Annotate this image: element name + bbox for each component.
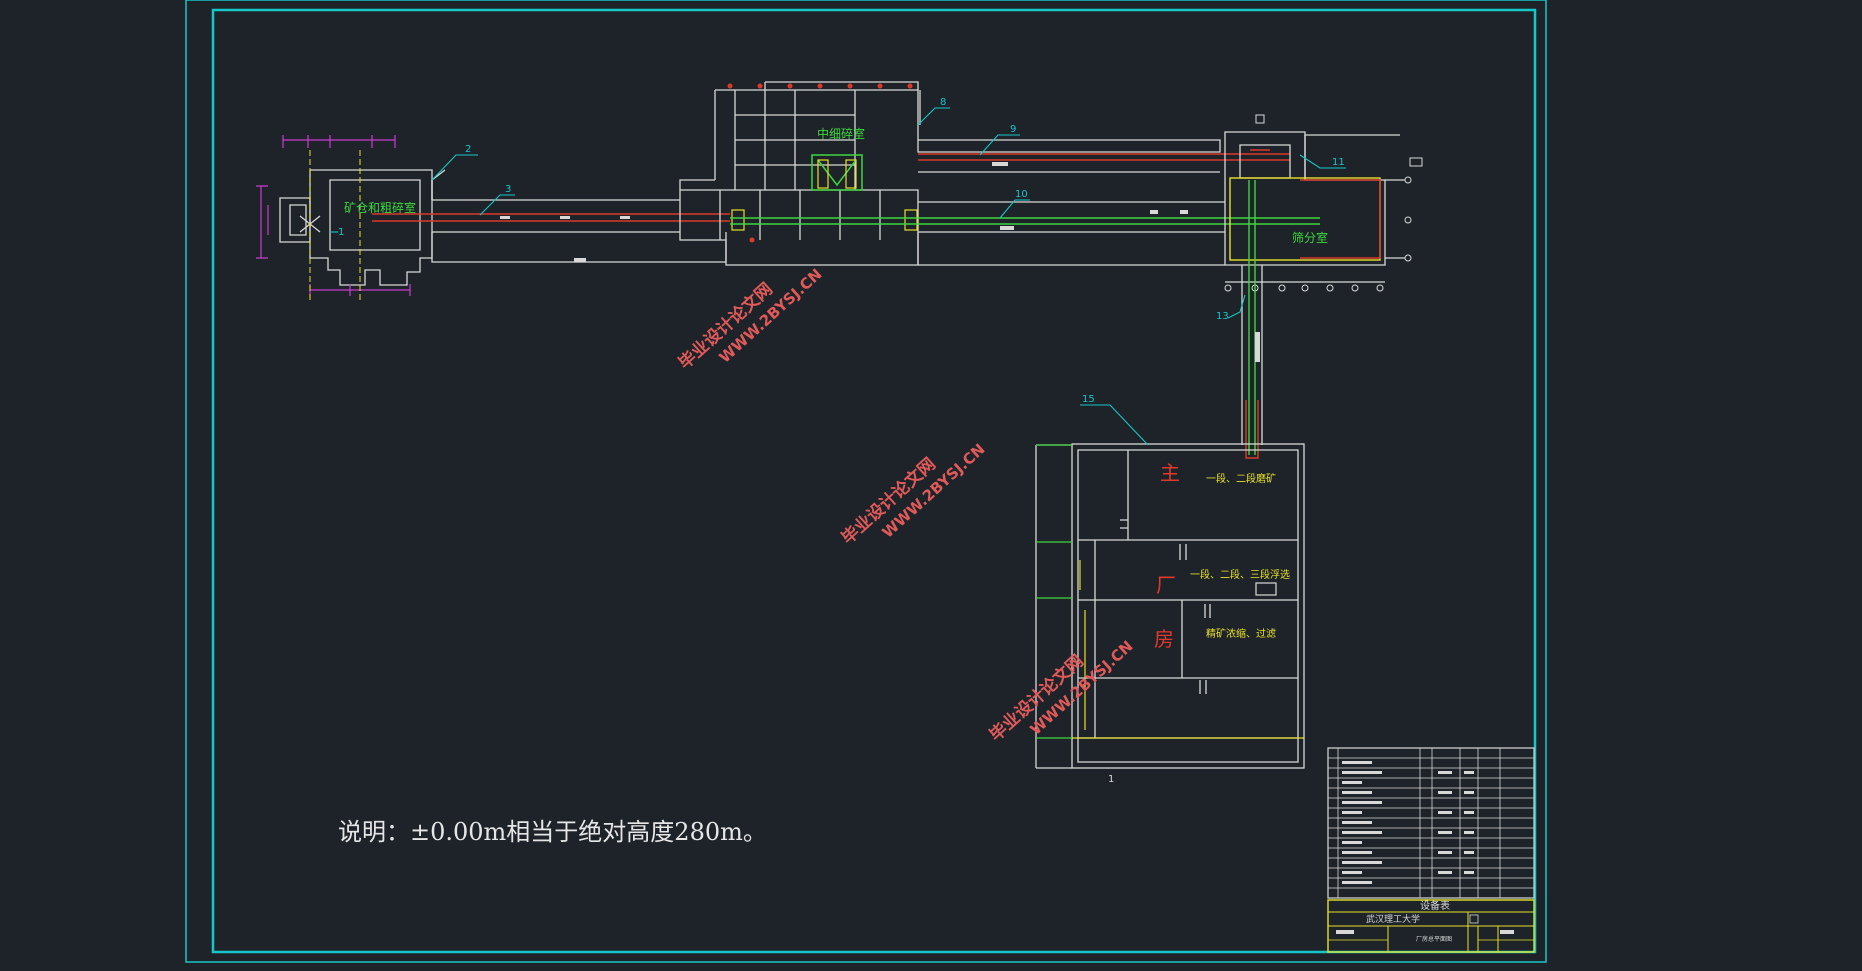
conveyor-13-red	[1245, 400, 1259, 459]
conveyor-1-rollers	[500, 216, 630, 262]
equipment-table: 设备表	[1327, 747, 1535, 912]
watermark-1: 毕业设计论文网 WWW.2BYSJ.CN	[674, 265, 825, 374]
medium-crusher-dots	[727, 83, 913, 243]
screen-room-yellow	[1229, 177, 1381, 261]
crusher-room-axis	[309, 150, 361, 300]
conveyor-1	[372, 213, 730, 222]
callout-label: 1	[338, 227, 344, 238]
flotation-equipment	[1255, 582, 1277, 596]
callout-label: 1	[1108, 774, 1114, 785]
conveyor-13-shaft	[1241, 265, 1263, 445]
medium-crusher-block	[679, 81, 1225, 266]
main-plant-green	[1036, 444, 1072, 739]
title-block: 武汉理工大学 厂房总平面图	[1327, 899, 1535, 953]
conveyor-rollers-mid	[992, 162, 1188, 230]
conveyor-13-support	[1255, 332, 1260, 362]
main-plant-yellow	[1072, 560, 1304, 739]
elevation-note: 说明：±0.00m相当于绝对高度280m。	[338, 818, 767, 846]
medium-crusher-bins	[811, 154, 863, 191]
corridor-1	[431, 169, 727, 263]
title-block-school: 武汉理工大学	[1366, 913, 1420, 925]
plant-char-zhu: 主	[1160, 461, 1180, 485]
plant-char-fang: 房	[1154, 627, 1174, 651]
equipment-table-caption: 设备表	[1420, 899, 1450, 912]
conveyor-9	[918, 153, 1290, 161]
conveyor-10	[730, 217, 1320, 225]
medium-crusher-label: 中细碎室	[817, 126, 865, 141]
crusher-room-dimensions	[256, 135, 411, 296]
watermark-2: 毕业设计论文网 WWW.2BYSJ.CN	[837, 440, 988, 549]
plant-char-chang: 厂	[1156, 573, 1176, 597]
callout-label: 10	[1015, 189, 1028, 200]
outer-frame	[185, 0, 1547, 963]
area-flotation-label: 一段、二段、三段浮选	[1190, 568, 1290, 581]
callout-label: 15	[1082, 394, 1095, 405]
conveyor-13	[1248, 180, 1256, 455]
callout-label: 8	[940, 97, 946, 108]
callout-leaders	[330, 107, 1346, 446]
screen-room-label: 筛分室	[1292, 230, 1328, 245]
area-grinding-label: 一段、二段磨矿	[1206, 472, 1276, 485]
inner-frame	[211, 8, 1537, 954]
callout-label: 11	[1332, 157, 1345, 168]
crusher-room-label: 矿仓和粗碎室	[344, 200, 416, 215]
watermark-3: 毕业设计论文网 WWW.2BYSJ.CN	[985, 637, 1136, 746]
crusher-room-block	[279, 169, 433, 286]
area-concentrate-label: 精矿浓缩、过滤	[1206, 627, 1276, 640]
main-plant-block	[1035, 443, 1305, 769]
title-block-drawing-title: 厂房总平面图	[1416, 935, 1452, 943]
callout-label: 2	[465, 144, 471, 155]
medium-crusher-marks	[731, 159, 918, 231]
callout-label: 3	[505, 184, 511, 195]
screen-room-red	[1250, 149, 1381, 259]
callout-label: 9	[1010, 124, 1016, 135]
callout-label: 13	[1216, 311, 1229, 322]
